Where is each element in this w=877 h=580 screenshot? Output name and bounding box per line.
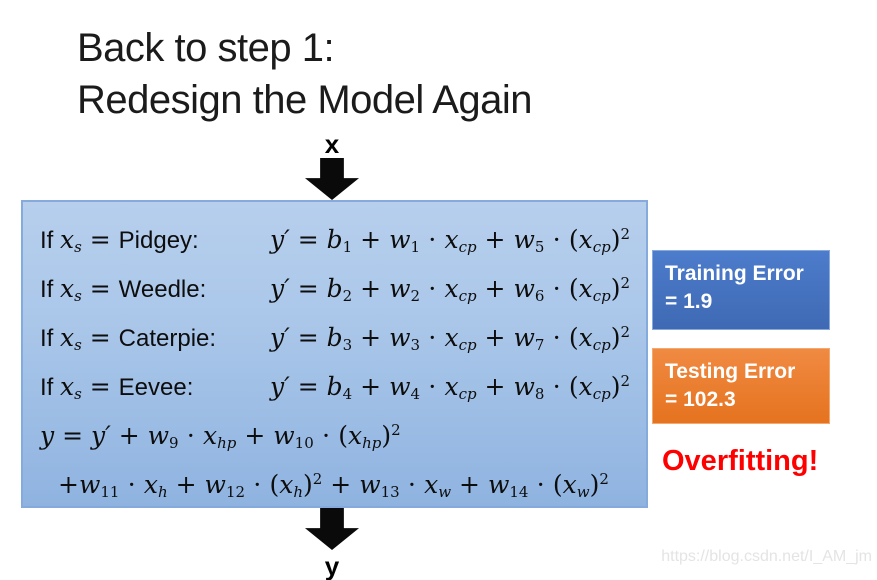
- case-condition: If xs = Weedle:: [40, 274, 207, 305]
- testing-error-box: Testing Error = 102.3: [652, 348, 830, 424]
- case-condition: If xs = Pidgey:: [40, 225, 199, 256]
- page-title-line1: Back to step 1:: [77, 26, 335, 70]
- model-equations-box: If xs = Pidgey: y′ = b1 + w1 ⋅ xcp + w5 ⋅…: [21, 200, 648, 508]
- model-case-row: If xs = Weedle: y′ = b2 + w2 ⋅ xcp + w6 ⋅…: [40, 259, 646, 308]
- training-error-title: Training Error: [665, 262, 804, 285]
- page-title-line2: Redesign the Model Again: [77, 78, 533, 122]
- case-formula: y′ = b3 + w3 ⋅ xcp + w7 ⋅ (xcp)2: [270, 323, 631, 354]
- case-condition: If xs = Eevee:: [40, 372, 194, 403]
- case-formula: y′ = b1 + w1 ⋅ xcp + w5 ⋅ (xcp)2: [270, 225, 631, 256]
- model-case-row: If xs = Caterpie: y′ = b3 + w3 ⋅ xcp + w7…: [40, 308, 646, 357]
- training-error-box: Training Error = 1.9: [652, 250, 830, 330]
- case-condition: If xs = Caterpie:: [40, 323, 217, 354]
- watermark-url: https://blog.csdn.net/I_AM_jm: [661, 548, 872, 565]
- input-label-x: x: [324, 129, 340, 159]
- training-error-value: = 1.9: [665, 290, 713, 313]
- arrow-down-input-icon: [305, 158, 359, 200]
- model-output-equation-cont: +w11 ⋅ xh + w12 ⋅ (xh)2 + w13 ⋅ xw + w14…: [58, 470, 609, 501]
- case-formula: y′ = b2 + w2 ⋅ xcp + w6 ⋅ (xcp)2: [270, 274, 631, 305]
- page-title: Back to step 1: Redesign the Model Again: [77, 22, 533, 126]
- testing-error-title: Testing Error: [665, 360, 796, 383]
- model-output-equation: y = y′ + w9 ⋅ xhp + w10 ⋅ (xhp)2: [40, 421, 401, 452]
- testing-error-value: = 102.3: [665, 388, 736, 411]
- overfitting-label: Overfitting!: [662, 445, 819, 477]
- arrow-down-output-icon: [305, 508, 359, 550]
- model-case-row: If xs = Pidgey: y′ = b1 + w1 ⋅ xcp + w5 ⋅…: [40, 210, 646, 259]
- case-formula: y′ = b4 + w4 ⋅ xcp + w8 ⋅ (xcp)2: [270, 372, 631, 403]
- output-label-y: y: [324, 551, 340, 580]
- model-case-row: If xs = Eevee: y′ = b4 + w4 ⋅ xcp + w8 ⋅ …: [40, 357, 646, 406]
